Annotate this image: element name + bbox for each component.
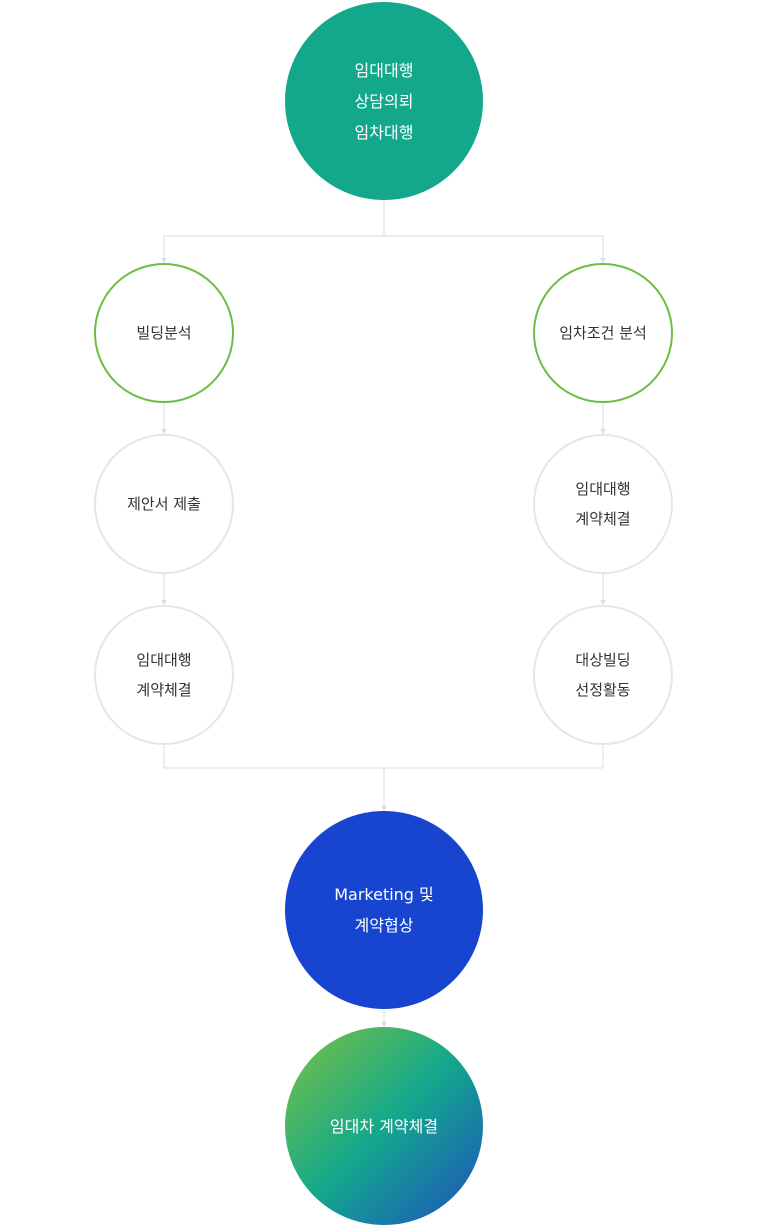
- arrowhead-marketing-final: [381, 1022, 387, 1027]
- node-left-agency-contract-label: 임대대행 계약체결: [136, 651, 192, 699]
- node-target-building-selection-label: 대상빌딩 선정활동: [575, 651, 631, 699]
- node-proposal-submission-label: 제안서 제출: [127, 495, 201, 513]
- node-proposal-submission: 제안서 제출: [94, 434, 234, 574]
- node-rental-consultation-label: 임대대행 상담의뢰 임차대행: [354, 60, 414, 142]
- arrowhead-right-1-2: [600, 429, 606, 434]
- node-lease-contract-final: 임대차 계약체결: [285, 1027, 483, 1225]
- node-left-agency-contract: 임대대행 계약체결: [94, 605, 234, 745]
- arrowhead-right-2-3: [600, 600, 606, 605]
- node-lease-condition-analysis-label: 임차조건 분석: [559, 324, 647, 342]
- arrowhead-left-2-3: [161, 600, 167, 605]
- node-marketing-negotiation: Marketing 및 계약협상: [285, 811, 483, 1009]
- arrowhead-right-branch: [600, 258, 606, 263]
- node-lease-contract-final-label: 임대차 계약체결: [329, 1116, 439, 1136]
- node-right-agency-contract: 임대대행 계약체결: [533, 434, 673, 574]
- node-building-analysis-label: 빌딩분석: [136, 324, 192, 342]
- node-lease-condition-analysis: 임차조건 분석: [533, 263, 673, 403]
- arrowhead-merge: [381, 806, 387, 811]
- node-rental-consultation: 임대대행 상담의뢰 임차대행: [285, 2, 483, 200]
- node-right-agency-contract-label: 임대대행 계약체결: [575, 480, 631, 528]
- node-target-building-selection: 대상빌딩 선정활동: [533, 605, 673, 745]
- arrowhead-left-1-2: [161, 429, 167, 434]
- node-marketing-negotiation-label: Marketing 및 계약협상: [334, 885, 434, 935]
- arrowhead-left-branch: [161, 258, 167, 263]
- node-building-analysis: 빌딩분석: [94, 263, 234, 403]
